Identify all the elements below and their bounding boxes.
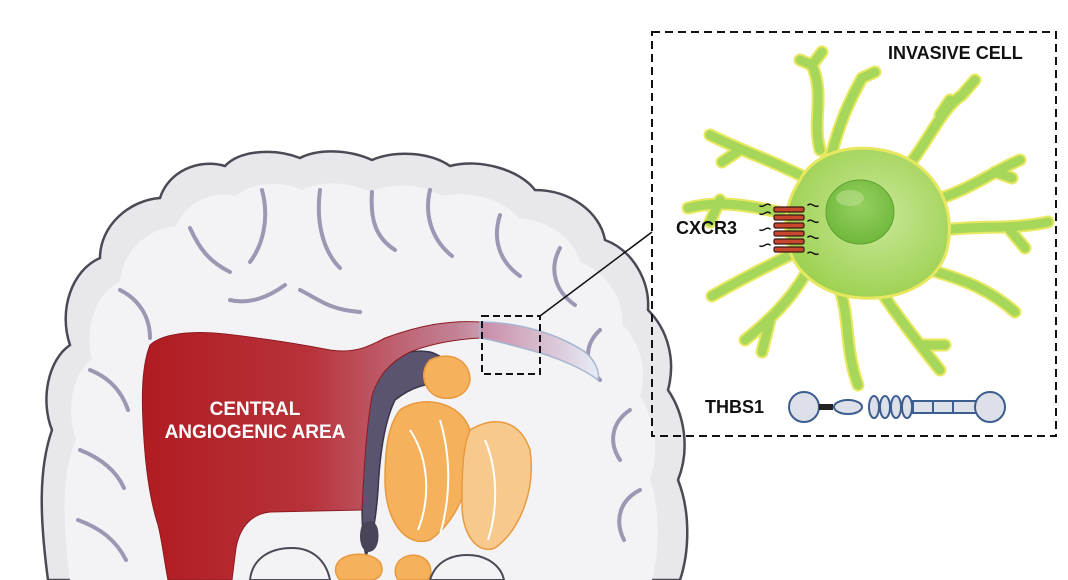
invasive-cell-label: INVASIVE CELL (888, 43, 1023, 63)
sulci (76, 188, 642, 562)
cell-nucleus (825, 179, 895, 245)
transmembrane-receptor-icon (759, 203, 819, 256)
inset-panel (651, 31, 1057, 437)
nucleus-highlight (836, 190, 864, 206)
zoom-connector-line (539, 231, 653, 317)
zoom-region-box (481, 315, 541, 375)
cell-processes (681, 45, 1055, 392)
invasive-cell (681, 45, 1055, 392)
central-angiogenic-area (141, 321, 513, 580)
internal-capsule (409, 419, 497, 541)
central-area-line2: ANGIOGENIC AREA (164, 422, 346, 443)
thbs1-label: THBS1 (705, 397, 765, 417)
thbs1-protein-icon (788, 391, 1006, 423)
brain-section (40, 150, 689, 580)
central-area-line1: CENTRAL (209, 399, 301, 420)
brainstem-region (248, 546, 332, 580)
hippocampal-region (428, 554, 506, 580)
basal-ganglia (334, 355, 532, 580)
central-angiogenic-area-label: CENTRAL ANGIOGENIC AREA (150, 398, 360, 444)
midline-structure (360, 520, 379, 552)
cxcr3-label: CXCR3 (676, 218, 738, 238)
